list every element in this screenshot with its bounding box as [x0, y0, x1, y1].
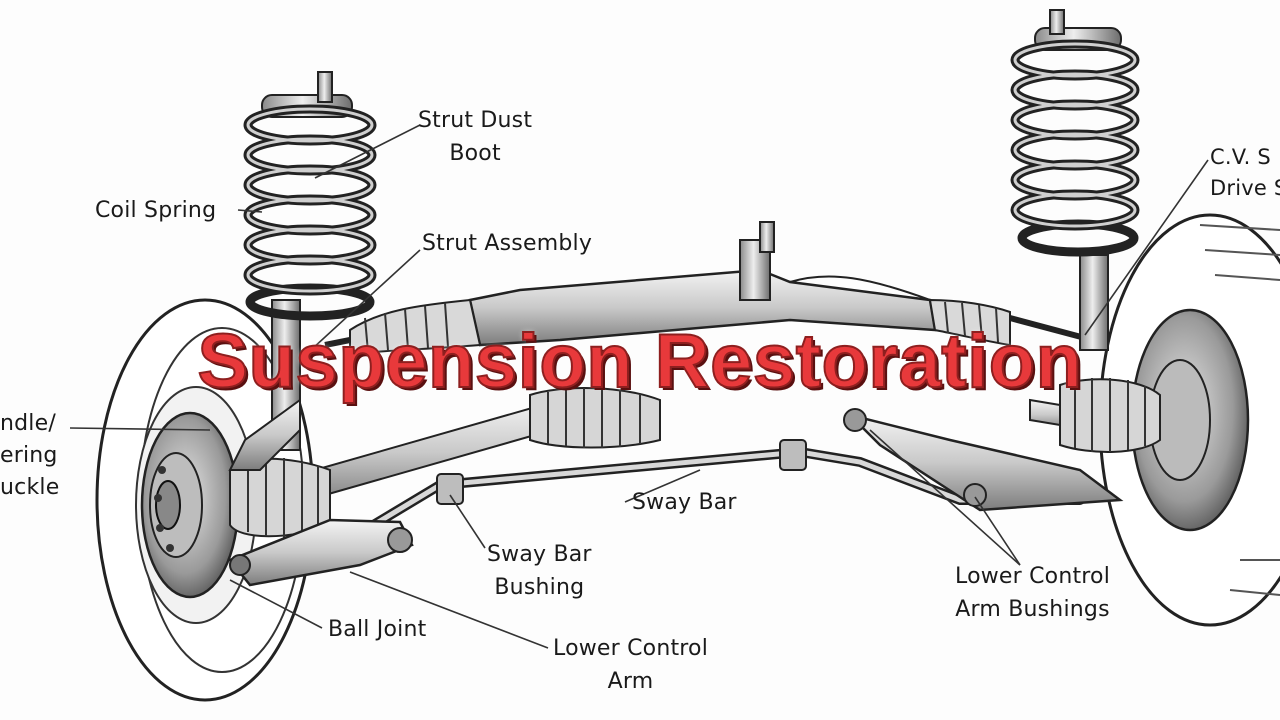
- leader-lines: [69, 124, 1209, 649]
- label-sway-bar: Sway Bar: [632, 486, 737, 519]
- label-lower-control-arm-line1: Lower Control: [553, 636, 709, 661]
- label-spindle-line3: uckle: [0, 475, 60, 500]
- label-spindle-line1: ndle/: [0, 411, 56, 436]
- label-strut-dust-boot-line1: Strut Dust: [418, 108, 533, 133]
- overlay-title: Suspension Restoration: [196, 318, 1083, 405]
- label-lower-control-arm: Lower Control Arm: [553, 632, 708, 698]
- label-lower-control-arm-bushings-line1: Lower Control: [955, 564, 1111, 589]
- label-cv-shaft-line1: C.V. S: [1210, 145, 1271, 169]
- right-tire: [1098, 213, 1280, 627]
- label-coil-spring: Coil Spring: [95, 194, 216, 227]
- label-sway-bar-bushing-line1: Sway Bar: [487, 542, 592, 567]
- label-strut-dust-boot: Strut Dust Boot: [418, 104, 532, 170]
- label-ball-joint: Ball Joint: [328, 613, 426, 646]
- label-strut-assembly-text: Strut Assembly: [422, 231, 593, 256]
- label-spindle-line2: ering: [0, 443, 58, 468]
- label-coil-spring-text: Coil Spring: [95, 198, 217, 223]
- left-brake-hub: [140, 411, 240, 599]
- label-ball-joint-text: Ball Joint: [328, 617, 427, 642]
- left-lower-control-arm: [227, 518, 414, 587]
- label-lower-control-arm-bushings: Lower Control Arm Bushings: [955, 560, 1110, 626]
- label-cv-shaft: C.V. S Drive S: [1210, 142, 1280, 204]
- label-lower-control-arm-bushings-line2: Arm Bushings: [955, 597, 1110, 622]
- label-strut-assembly: Strut Assembly: [422, 227, 592, 260]
- right-drive-shaft: [1029, 378, 1161, 453]
- label-strut-dust-boot-line2: Boot: [449, 141, 501, 166]
- right-lower-control-arm: [843, 408, 1124, 512]
- label-lower-control-arm-line2: Arm: [607, 669, 654, 694]
- right-strut-assembly: [1034, 9, 1122, 351]
- right-coil-spring-highlight: [1013, 42, 1137, 228]
- label-sway-bar-bushing: Sway Bar Bushing: [487, 538, 592, 604]
- steering-rack: [324, 221, 1086, 357]
- left-drive-shaft: [229, 387, 661, 538]
- left-coil-spring-highlight: [246, 107, 374, 293]
- label-cv-shaft-line2: Drive S: [1210, 176, 1280, 200]
- label-spindle-knuckle: ndle/ ering uckle: [0, 408, 59, 504]
- label-sway-bar-text: Sway Bar: [632, 490, 737, 515]
- label-sway-bar-bushing-line2: Bushing: [494, 575, 585, 600]
